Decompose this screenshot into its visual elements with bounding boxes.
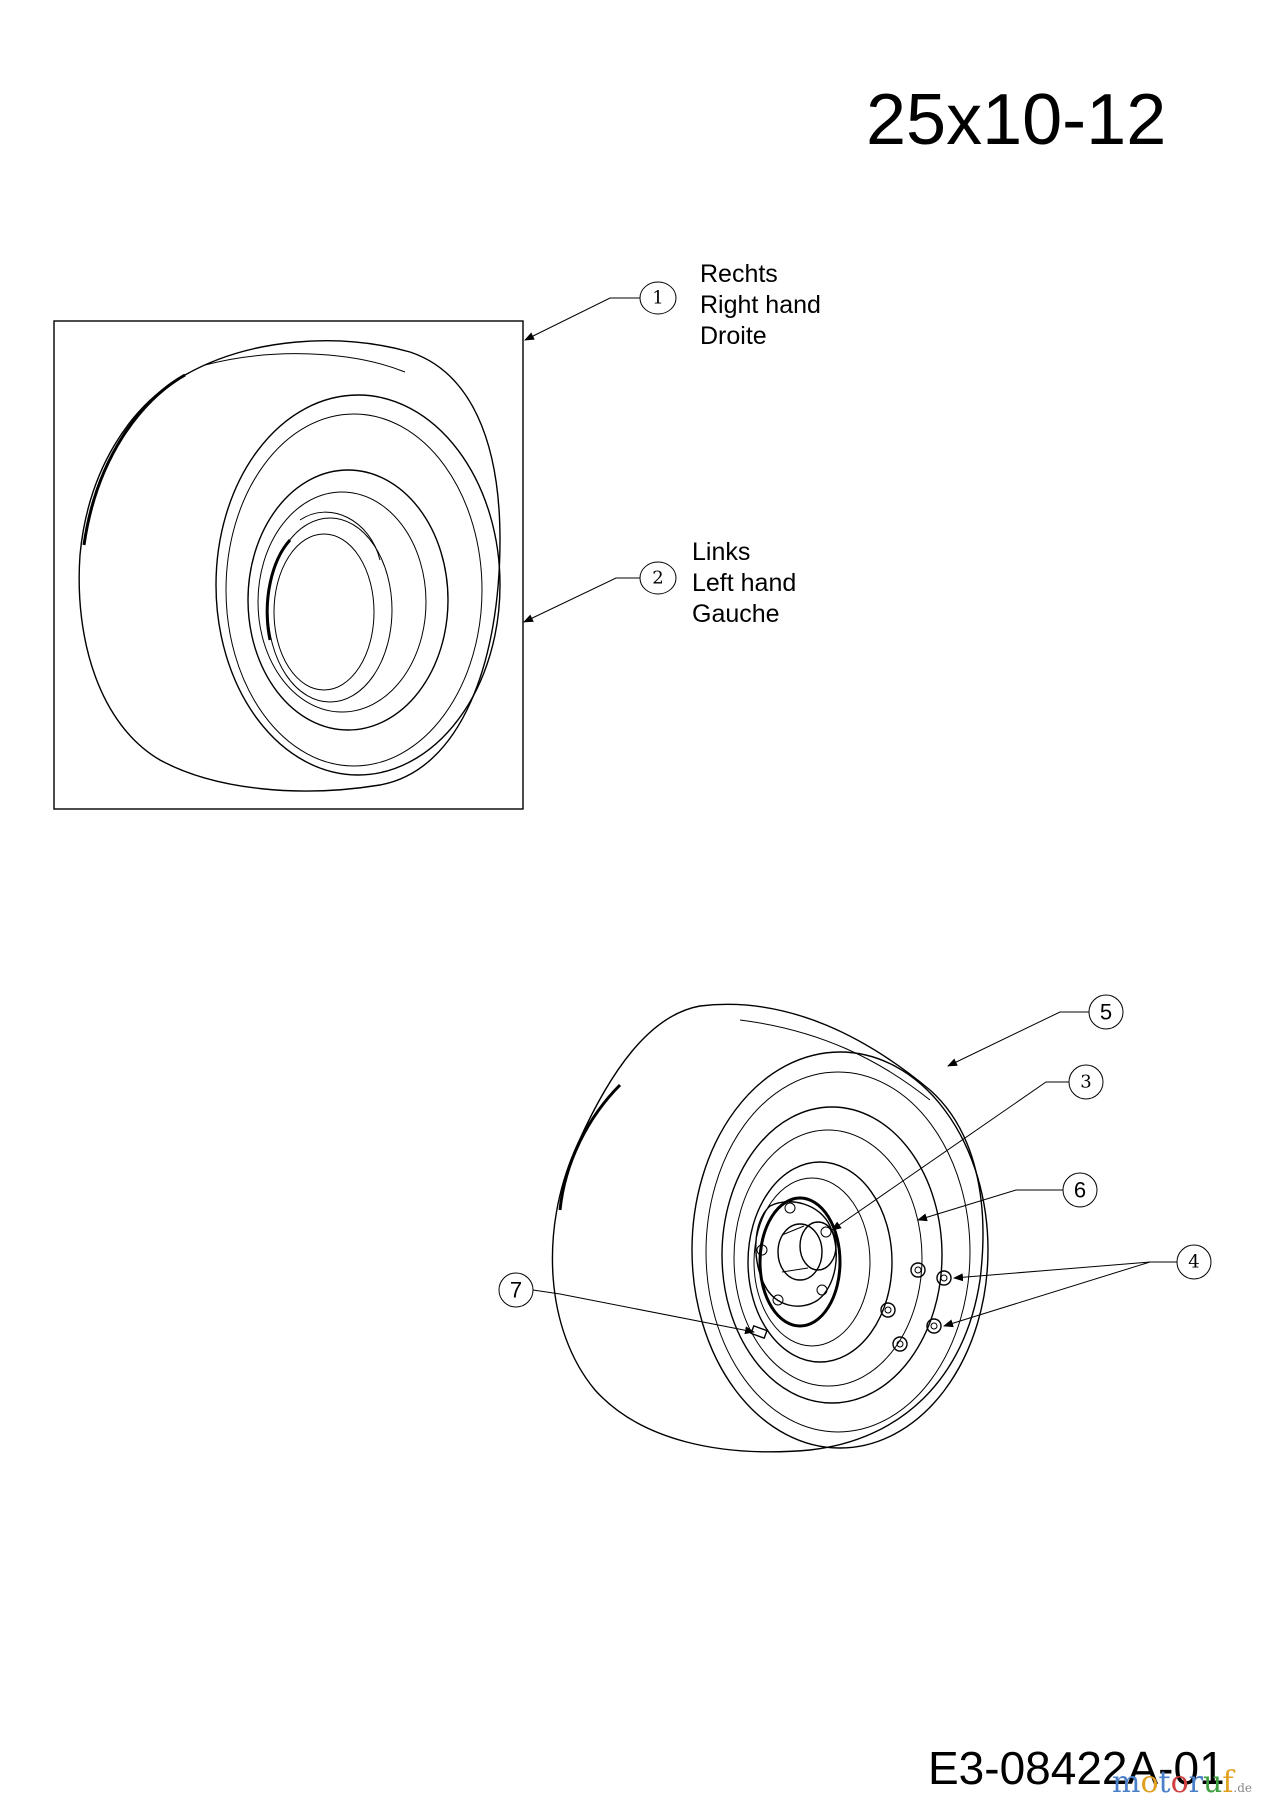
lug-nuts: [880, 1262, 952, 1352]
svg-text:2: 2: [652, 568, 663, 589]
callout-2-label-de: Links: [692, 538, 750, 566]
part-number: E3-08422A-01: [928, 1742, 1225, 1794]
callout-3[interactable]: 3: [831, 1064, 1104, 1231]
svg-text:3: 3: [1080, 1072, 1091, 1093]
callout-1-label-en: Right hand: [700, 291, 821, 319]
callout-6[interactable]: 6: [917, 1172, 1098, 1222]
callout-7[interactable]: 7: [498, 1272, 755, 1335]
svg-text:motoruf.de: motoruf.de: [1112, 1765, 1252, 1800]
svg-text:1: 1: [652, 288, 663, 309]
svg-text:5: 5: [1100, 1000, 1112, 1025]
callout-1-label-fr: Droite: [700, 322, 767, 350]
callout-1[interactable]: 1: [524, 281, 677, 341]
tire-view-box: [53, 320, 524, 810]
callout-4[interactable]: 4: [943, 1244, 1212, 1328]
callout-2-label-en: Left hand: [692, 569, 796, 597]
callout-2[interactable]: 2: [523, 561, 677, 623]
diagram-title: 25x10-12: [866, 80, 1166, 160]
bearing: [777, 1223, 823, 1281]
tire-drawing: [78, 340, 501, 792]
watermark: motoruf.de: [1112, 1765, 1252, 1800]
hub-flange: [755, 1201, 837, 1307]
svg-text:7: 7: [510, 1278, 522, 1303]
svg-text:4: 4: [1188, 1252, 1199, 1273]
callout-5[interactable]: 5: [947, 994, 1124, 1067]
callout-1-label-de: Rechts: [700, 260, 778, 288]
wheel-assembly-drawing: [551, 1003, 989, 1453]
callout-2-label-fr: Gauche: [692, 600, 780, 628]
svg-text:6: 6: [1074, 1178, 1086, 1203]
